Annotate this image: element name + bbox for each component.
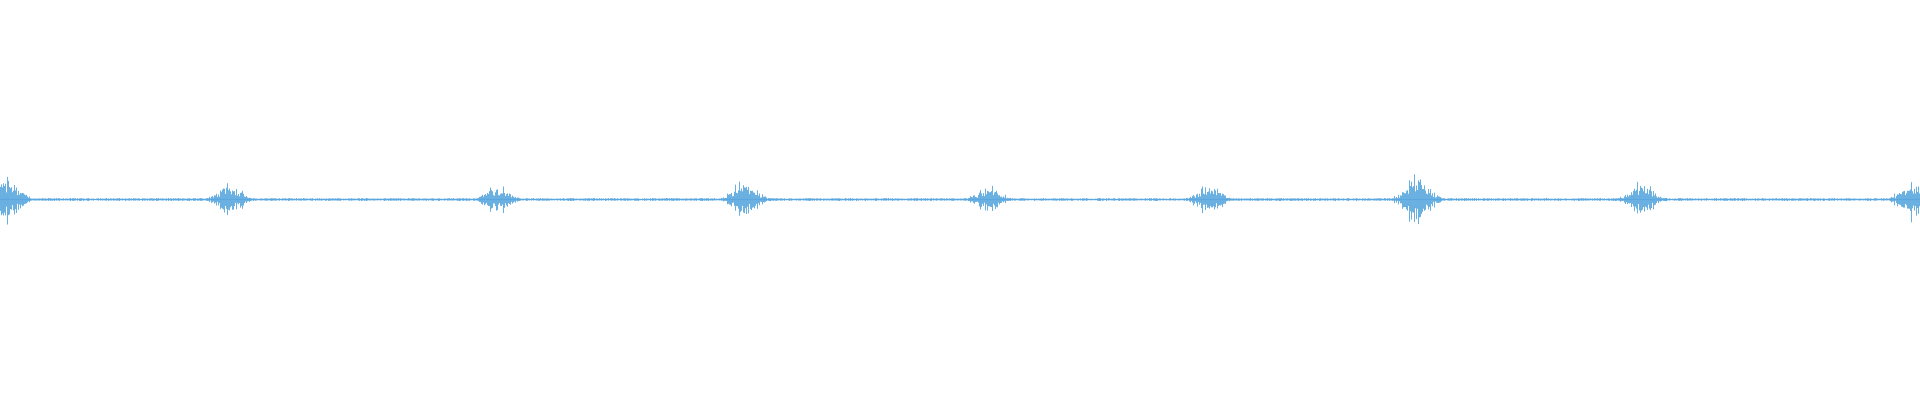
waveform-samples (0, 174, 1920, 225)
waveform-path (0, 174, 1920, 225)
